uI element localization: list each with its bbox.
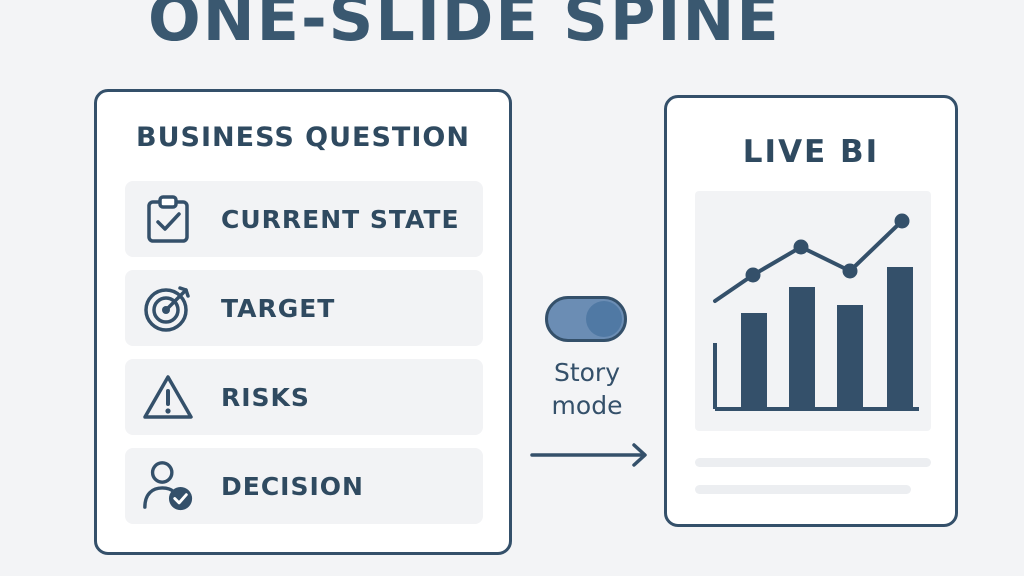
current-state-label: CURRENT STATE	[221, 204, 460, 234]
story-mode-label-line1: Story	[553, 358, 621, 387]
placeholder-line	[695, 458, 931, 467]
warning-icon	[141, 370, 195, 424]
risks-label: RISKS	[221, 382, 310, 412]
user-check-icon	[141, 459, 195, 513]
story-mode-label: Story mode	[532, 356, 642, 422]
list-item-current-state[interactable]: CURRENT STATE	[125, 181, 483, 257]
list-item-risks[interactable]: RISKS	[125, 359, 483, 435]
live-bi-heading: LIVE BI	[742, 134, 880, 170]
bar-line-chart-icon	[713, 213, 919, 411]
story-mode-label-line2: mode	[551, 391, 623, 420]
target-icon	[141, 281, 195, 335]
flow-arrow	[530, 443, 647, 467]
chart-area	[695, 191, 931, 431]
story-mode-toggle[interactable]	[545, 296, 627, 342]
toggle-knob	[586, 301, 622, 337]
list-item-decision[interactable]: DECISION	[125, 448, 483, 524]
business-question-heading: BUSINESS QUESTION	[136, 122, 470, 153]
live-bi-panel: LIVE BI	[664, 95, 958, 527]
business-question-panel: BUSINESS QUESTION CURRENT STATE TARGET	[94, 89, 512, 555]
placeholder-line	[695, 485, 911, 494]
list-item-target[interactable]: TARGET	[125, 270, 483, 346]
decision-label: DECISION	[221, 471, 364, 501]
target-label: TARGET	[221, 293, 336, 323]
clipboard-check-icon	[141, 192, 195, 246]
page-title: ONE-SLIDE SPINE	[148, 0, 781, 55]
